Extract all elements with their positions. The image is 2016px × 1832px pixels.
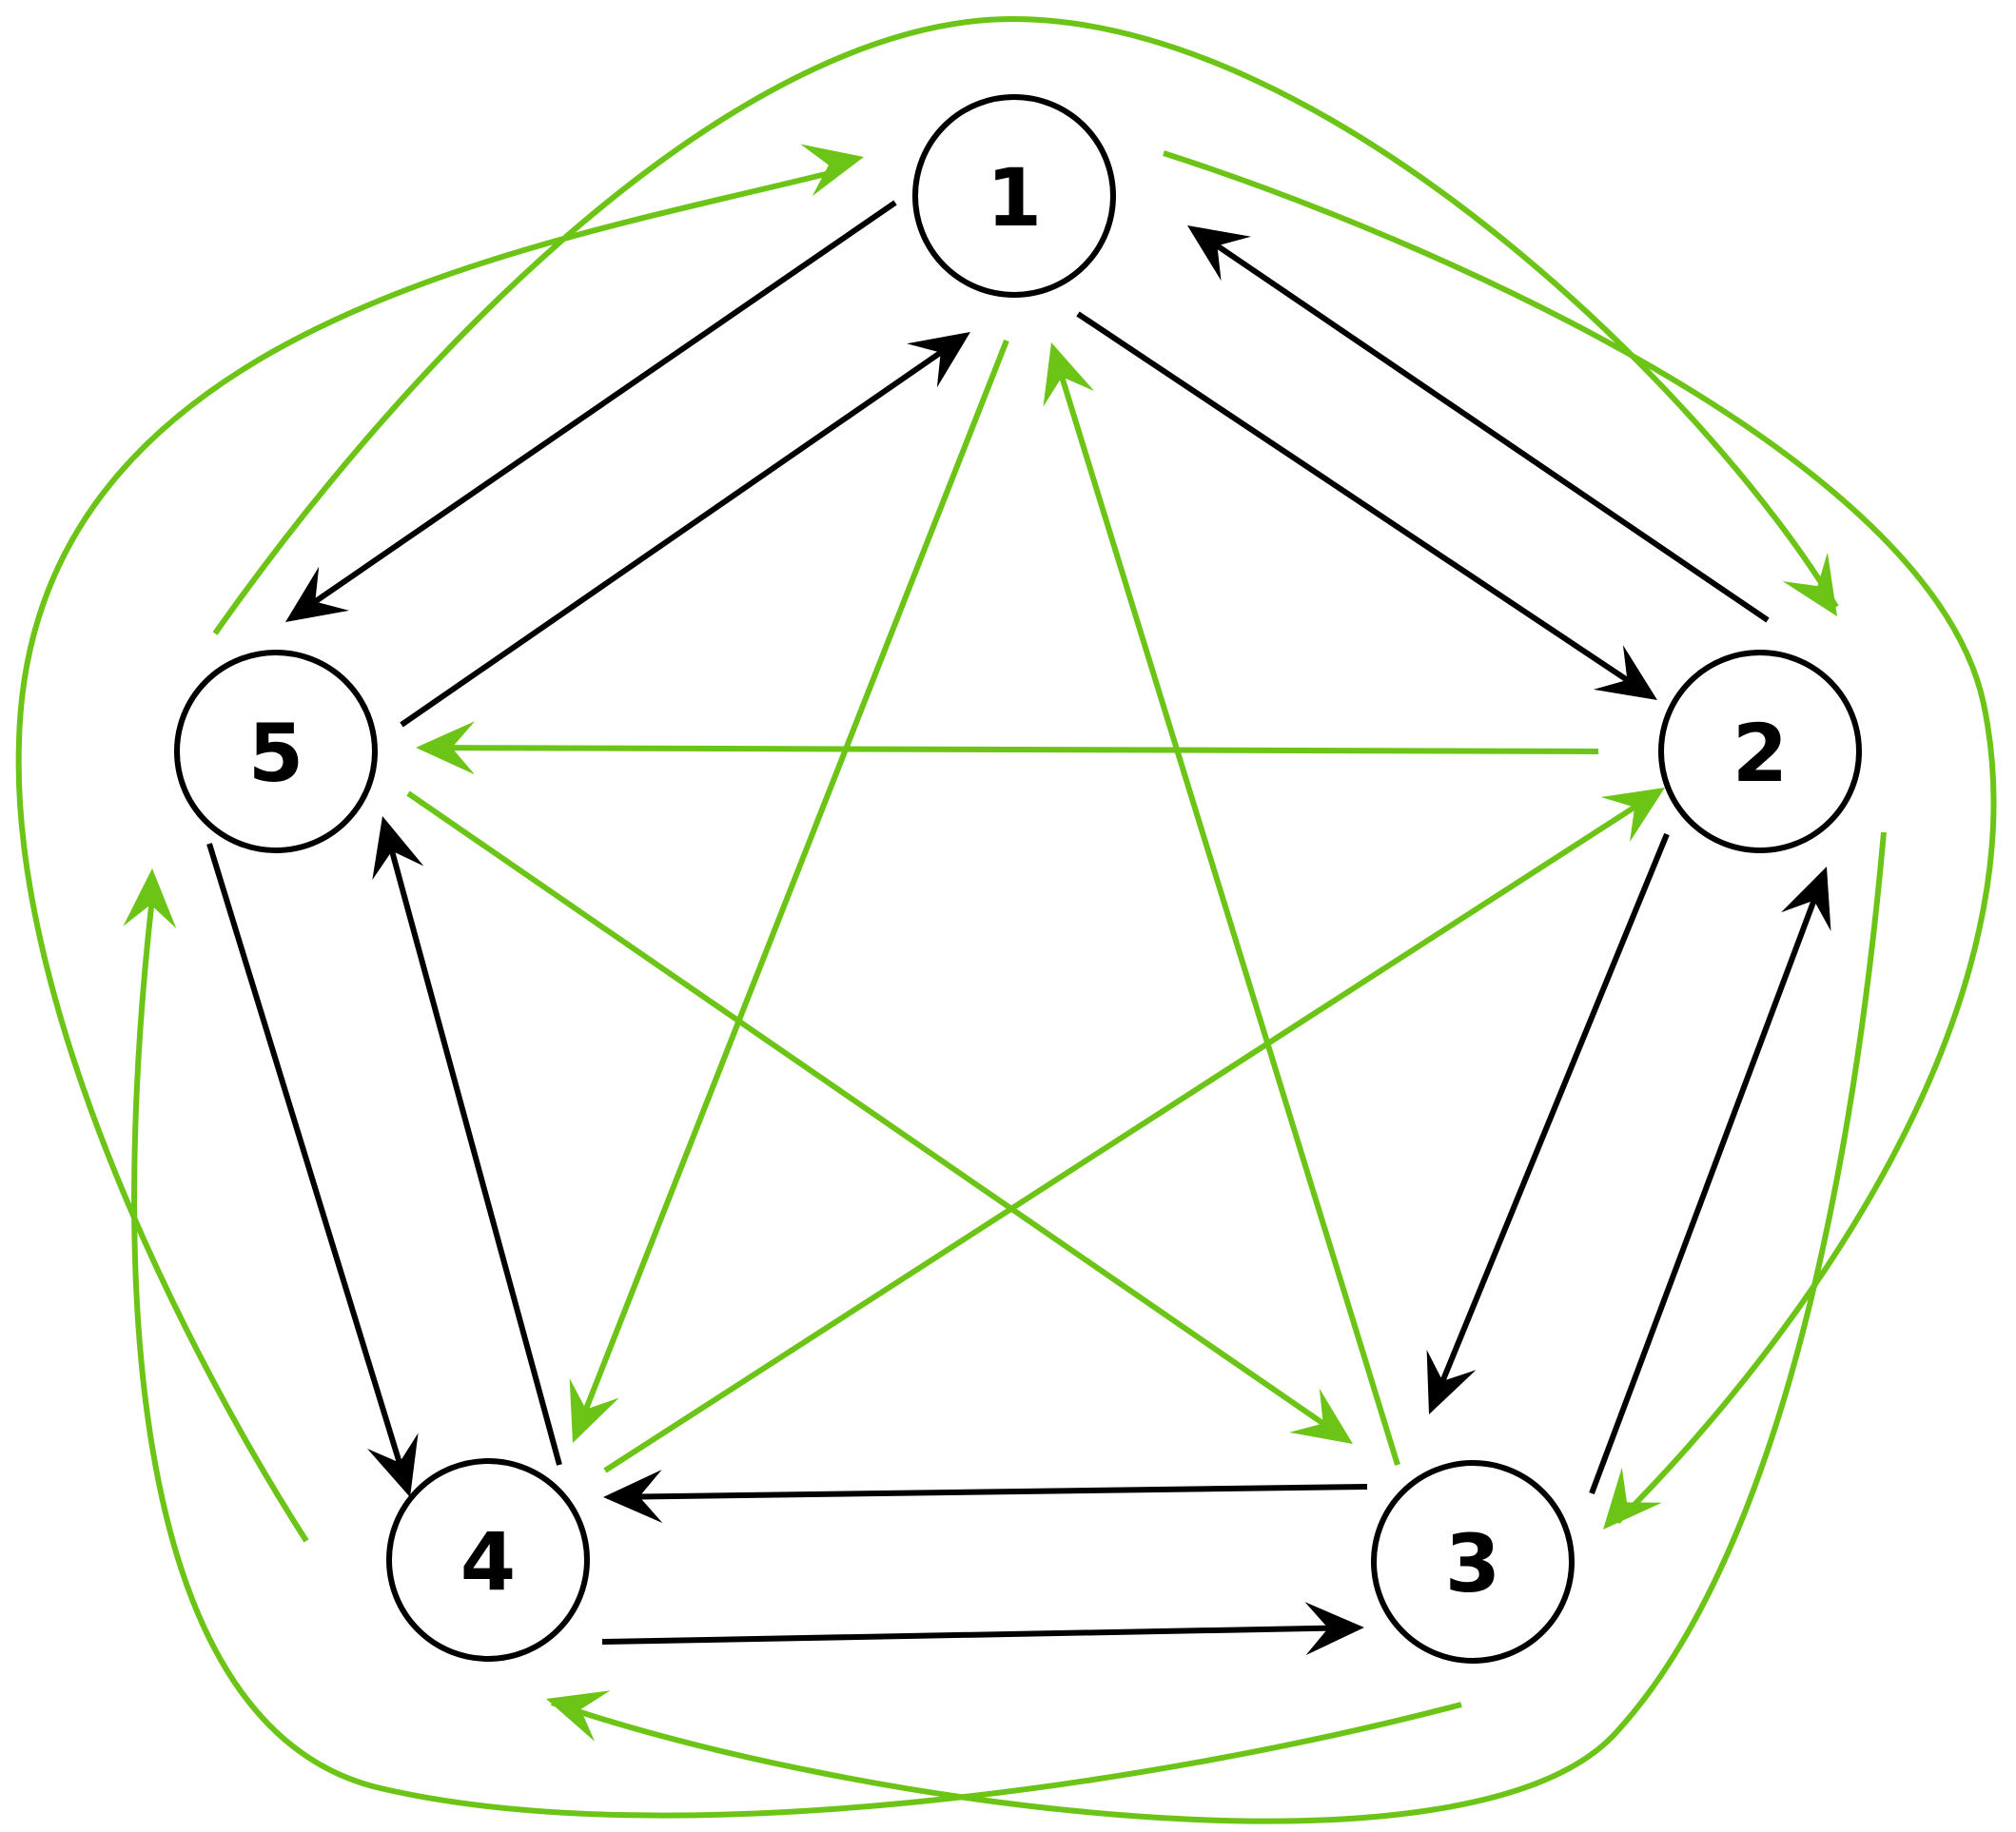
- arrowhead-2-to-5-green: [416, 721, 476, 775]
- arrowhead-4-to-3-black: [1304, 1602, 1364, 1656]
- arrowhead-5-to-1-black: [907, 332, 970, 388]
- arrowhead-3-to-1-green: [1043, 342, 1095, 407]
- node-2-label: 2: [1732, 707, 1788, 800]
- arrowhead-3-to-2-black: [1781, 867, 1831, 931]
- edge-1-to-2-black: [1076, 311, 1635, 687]
- edge-3-to-2-black: [1589, 892, 1820, 1495]
- arrowhead-5-to-4-black: [367, 1432, 419, 1497]
- edge-4-to-2-green: [603, 800, 1643, 1473]
- node-2-circle: [1658, 650, 1862, 853]
- node-2: 2: [1658, 650, 1862, 853]
- outer-green-curve-1: [212, 15, 1839, 635]
- edge-2-to-5-green: [443, 745, 1599, 754]
- node-5-label: 5: [248, 707, 303, 800]
- edge-5-to-4-black: [206, 843, 405, 1471]
- node-1-circle: [912, 94, 1116, 298]
- edge-5-to-1-black: [400, 345, 949, 728]
- node-3-label: 3: [1445, 1517, 1500, 1610]
- edge-1-to-4-green: [580, 339, 1009, 1418]
- outer-green-arrowhead-4: [123, 868, 177, 929]
- arrowhead-2-to-3-black: [1426, 1350, 1477, 1414]
- arrowhead-4-to-5-black: [372, 816, 424, 881]
- node-5-circle: [174, 650, 378, 853]
- outer-green-curve-2: [1163, 150, 1997, 1525]
- arrowhead-1-to-2-black: [1593, 645, 1657, 700]
- outer-green-curve-5: [15, 168, 838, 1543]
- edge-3-to-1-green: [1056, 368, 1400, 1466]
- outer-green-arrowhead-5: [800, 144, 864, 197]
- edges-layer: [15, 15, 1997, 1824]
- edge-1-to-5-black: [307, 200, 897, 609]
- edge-5-to-3-green: [406, 790, 1331, 1431]
- node-4-circle: [386, 1458, 590, 1662]
- arrowhead-3-to-4-black: [603, 1470, 663, 1524]
- edge-2-to-1-black: [1209, 239, 1770, 623]
- edge-2-to-3-black: [1437, 832, 1670, 1390]
- edge-4-to-3-black: [601, 1625, 1337, 1645]
- outer-green-curve-3: [551, 831, 1887, 1824]
- arrowhead-1-to-4-green: [569, 1378, 619, 1443]
- arrowhead-4-to-2-green: [1600, 788, 1665, 843]
- node-3: 3: [1371, 1460, 1575, 1664]
- node-4-label: 4: [460, 1515, 516, 1608]
- outer-green-arrowhead-1: [1782, 552, 1837, 616]
- nodes-layer: 1 2 3 4 5: [174, 94, 1862, 1664]
- node-4: 4: [386, 1458, 590, 1662]
- arrowhead-5-to-3-green: [1289, 1388, 1353, 1444]
- arrowhead-1-to-5-black: [285, 566, 349, 622]
- outer-green-arrowhead-2: [1603, 1467, 1662, 1530]
- node-1: 1: [912, 94, 1116, 298]
- node-1-label: 1: [987, 151, 1042, 244]
- node-5: 5: [174, 650, 378, 853]
- outer-green-arrowhead-3: [546, 1690, 611, 1742]
- outer-green-curve-4: [131, 897, 1462, 1819]
- node-3-circle: [1371, 1460, 1575, 1664]
- edge-4-to-5-black: [386, 843, 562, 1466]
- edge-3-to-4-black: [631, 1484, 1368, 1500]
- arrowhead-2-to-1-black: [1187, 225, 1252, 282]
